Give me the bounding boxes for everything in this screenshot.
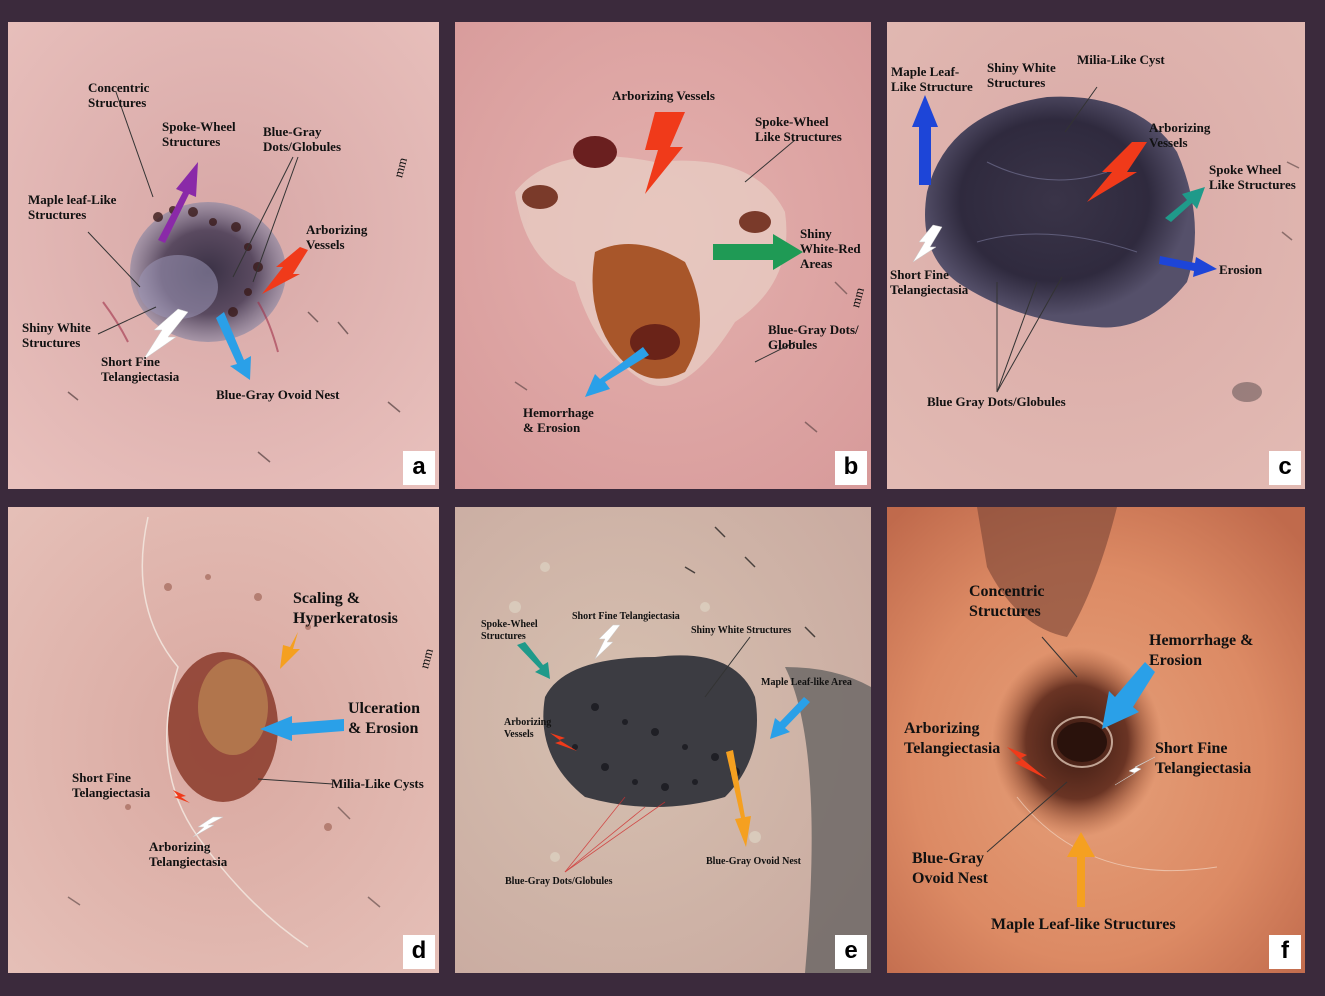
panel-letter-e: e bbox=[835, 935, 867, 969]
blue-arrow bbox=[770, 697, 810, 739]
panel-letter-c: c bbox=[1269, 451, 1301, 485]
label-blue-gray-dots-globules: Blue-Gray Dots/Globules bbox=[263, 124, 342, 154]
red-bolt-arrow bbox=[1087, 142, 1147, 202]
label-blue-gray-ovoid-nest: Blue-Gray Ovoid Nest bbox=[706, 856, 801, 867]
panel-c-image bbox=[887, 22, 1305, 489]
label-hemorrhage-erosion: Hemorrhage & Erosion bbox=[1149, 632, 1254, 669]
dark-blue-arrow bbox=[912, 95, 938, 185]
label-short-fine-telangiectasia: Short Fine Telangiectasia bbox=[72, 770, 151, 800]
label-milia-like-cyst: Milia-Like Cyst bbox=[1077, 52, 1165, 67]
blue-arrow bbox=[260, 716, 344, 741]
label-erosion: Erosion bbox=[1219, 262, 1263, 277]
label-short-fine-telangiectasia: Short Fine Telangiectasia bbox=[101, 354, 180, 384]
label-arborizing-telangiectasia: Arborizing Telangiectasia bbox=[149, 839, 228, 869]
panel-c: Maple Leaf- Like Structure Shiny White S… bbox=[887, 22, 1305, 489]
label-arborizing-telangiectasia: Arborizing Telangiectasia bbox=[904, 720, 1001, 757]
panel-letter-d: d bbox=[403, 935, 435, 969]
label-short-fine-telangiectasia: Short Fine Telangiectasia bbox=[1155, 740, 1252, 777]
blue-arrow bbox=[1102, 662, 1155, 729]
panel-e-image bbox=[455, 507, 871, 973]
panel-d: Scaling & Hyperkeratosis Ulceration & Er… bbox=[8, 507, 439, 973]
label-blue-gray-ovoid-nest: Blue-Gray Ovoid Nest bbox=[216, 387, 340, 402]
label-blue-gray-dots-globules: Blue-Gray Dots/ Globules bbox=[768, 322, 859, 352]
dark-blue-arrow-erosion bbox=[1159, 256, 1217, 277]
label-spoke-wheel-like-structures: Spoke Wheel Like Structures bbox=[1209, 162, 1296, 192]
label-ulceration-erosion: Ulceration & Erosion bbox=[348, 700, 420, 737]
label-blue-gray-dots-globules: Blue-Gray Dots/Globules bbox=[505, 876, 613, 887]
blue-arrow bbox=[216, 312, 251, 380]
label-shiny-white-structures: Shiny White Structures bbox=[22, 320, 91, 350]
red-bolt-arrow bbox=[550, 733, 577, 751]
orange-arrow bbox=[1067, 832, 1095, 907]
white-bolt-arrow bbox=[142, 308, 189, 361]
panel-letter-b: b bbox=[835, 451, 867, 485]
panel-letter-f: f bbox=[1269, 935, 1301, 969]
teal-arrow bbox=[1165, 187, 1205, 222]
panel-f: Concentric Structures Hemorrhage & Erosi… bbox=[887, 507, 1305, 973]
label-shiny-white-red-areas: Shiny White-Red Areas bbox=[800, 226, 861, 271]
label-shiny-white-structures: Shiny White Structures bbox=[691, 625, 792, 636]
red-bolt-arrow bbox=[173, 790, 190, 803]
white-bolt-arrow bbox=[594, 624, 621, 660]
label-arborizing-vessels: Arborizing Vessels bbox=[504, 717, 552, 740]
label-concentric-structures: Concentric Structures bbox=[88, 80, 150, 110]
label-scaling-hyperkeratosis: Scaling & Hyperkeratosis bbox=[293, 590, 398, 627]
label-maple-leaf-like-structures: Maple Leaf-like Structures bbox=[991, 916, 1176, 933]
panel-e: Spoke-Wheel Structures Short Fine Telang… bbox=[455, 507, 871, 973]
label-arborizing-vessels: Arborizing Vessels bbox=[306, 222, 368, 252]
label-blue-gray-ovoid-nest: Blue-Gray Ovoid Nest bbox=[912, 850, 988, 887]
panel-a: Concentric Structures Spoke-Wheel Struct… bbox=[8, 22, 439, 489]
panel-f-image bbox=[887, 507, 1305, 973]
label-concentric-structures: Concentric Structures bbox=[969, 583, 1045, 620]
blue-arrow bbox=[585, 347, 649, 397]
label-arborizing-vessels: Arborizing Vessels bbox=[612, 88, 715, 103]
white-bolt-arrow bbox=[192, 816, 224, 838]
white-bolt-arrow bbox=[1114, 756, 1156, 786]
panel-b-image bbox=[455, 22, 871, 489]
label-maple-leaf-like-area: Maple Leaf-like Area bbox=[761, 677, 852, 688]
label-spoke-wheel-structures: Spoke-Wheel Structures bbox=[162, 119, 236, 149]
label-milia-like-cysts: Milia-Like Cysts bbox=[331, 776, 424, 791]
purple-arrow bbox=[158, 162, 198, 243]
panel-a-image bbox=[8, 22, 439, 489]
label-blue-gray-dots-globules: Blue Gray Dots/Globules bbox=[927, 394, 1066, 409]
label-short-fine-telangiectasia: Short Fine Telangiectasia bbox=[890, 267, 969, 297]
label-hemorrhage-erosion: Hemorrhage & Erosion bbox=[523, 405, 594, 435]
white-bolt-arrow bbox=[912, 224, 943, 263]
green-arrow bbox=[713, 234, 803, 270]
panel-letter-a: a bbox=[403, 451, 435, 485]
teal-arrow bbox=[517, 642, 550, 679]
label-maple-leaf-like-structure: Maple Leaf- Like Structure bbox=[891, 64, 973, 94]
red-bolt-arrow bbox=[1007, 747, 1047, 779]
orange-arrow bbox=[726, 750, 751, 847]
label-shiny-white-structures: Shiny White Structures bbox=[987, 60, 1056, 90]
label-short-fine-telangiectasia: Short Fine Telangiectasia bbox=[572, 611, 680, 622]
label-spoke-wheel-like-structures: Spoke-Wheel Like Structures bbox=[755, 114, 842, 144]
panel-b: Arborizing Vessels Spoke-Wheel Like Stru… bbox=[455, 22, 871, 489]
label-maple-leaf-structures: Maple leaf-Like Structures bbox=[28, 192, 117, 222]
label-spoke-wheel-structures: Spoke-Wheel Structures bbox=[481, 619, 538, 642]
red-bolt-arrow bbox=[262, 247, 308, 294]
red-bolt-arrow bbox=[645, 112, 685, 194]
panel-d-image bbox=[8, 507, 439, 973]
orange-arrow bbox=[280, 632, 300, 669]
label-arborizing-vessels: Arborizing Vessels bbox=[1149, 120, 1211, 150]
